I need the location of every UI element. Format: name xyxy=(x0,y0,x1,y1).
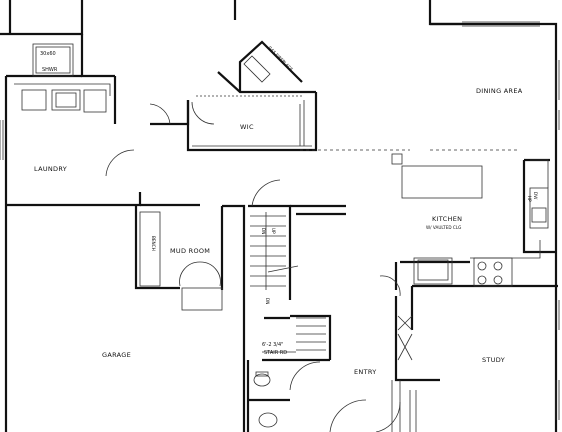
room-label-wic: WIC xyxy=(240,123,254,131)
thin-lines xyxy=(0,21,560,432)
stair-rd-label: STAIR RD xyxy=(264,350,287,356)
stair-dn-rail-label: DN xyxy=(265,298,270,304)
stair-dn-label: DN xyxy=(261,228,266,234)
dimension-label: 6'-2 3/4" xyxy=(262,342,283,348)
shower-size-label: 30x60 xyxy=(40,51,56,57)
room-label-entry: ENTRY xyxy=(354,368,377,376)
room-label-mud-room: MUD ROOM xyxy=(170,247,210,255)
room-label-garage: GARAGE xyxy=(102,351,131,359)
dw-label: DW xyxy=(533,192,538,199)
hp-label: HP xyxy=(527,196,532,202)
gas-fireplace-label: GAS FIREPLACE xyxy=(267,45,294,72)
stair-up-label: UP xyxy=(271,228,276,234)
room-label-kitchen: KITCHEN xyxy=(432,215,462,223)
room-label-laundry: LAUNDRY xyxy=(34,165,67,173)
shower-label: SHWR xyxy=(42,67,58,73)
room-label-dining: DINING AREA xyxy=(476,87,523,95)
bench-label: BENCH xyxy=(151,236,156,251)
room-note-kitchen: W/ VAULTED CLG xyxy=(426,225,461,230)
room-label-study: STUDY xyxy=(482,356,505,364)
